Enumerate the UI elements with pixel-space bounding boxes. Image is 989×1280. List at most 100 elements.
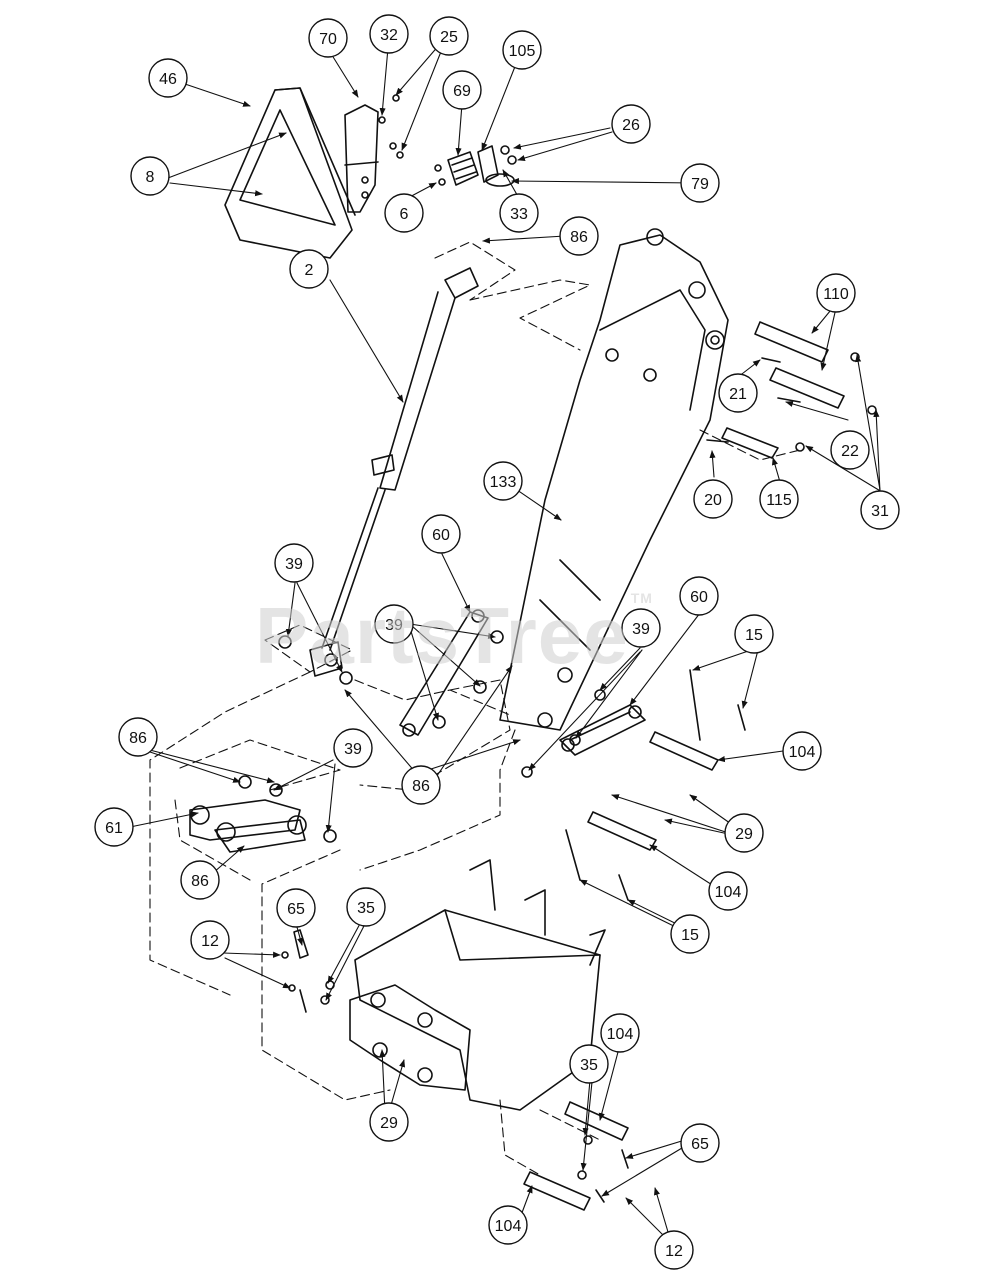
callout-39c: 39 [621, 608, 661, 648]
callout-label: 20 [704, 492, 722, 509]
triangle-reflector-icon [224, 87, 356, 259]
callout-26: 26 [611, 104, 651, 144]
callout-label: 86 [191, 873, 209, 890]
callout-label: 86 [570, 229, 588, 246]
callout-label: 8 [146, 169, 155, 186]
callout-22: 22 [830, 430, 870, 470]
callout-label: 39 [385, 617, 403, 634]
callout-circle [569, 1044, 609, 1084]
callout-circle [600, 1013, 640, 1053]
callout-circle [680, 1123, 720, 1163]
callout-label: 61 [105, 820, 123, 837]
callout-circle [274, 543, 314, 583]
callout-circle [708, 871, 748, 911]
callout-label: 39 [632, 621, 650, 638]
callout-label: 86 [129, 730, 147, 747]
callout-circle [724, 813, 764, 853]
callout-46: 46 [148, 58, 188, 98]
callout-label: 65 [287, 901, 305, 918]
callout-circle [693, 479, 733, 519]
callout-label: 31 [871, 503, 889, 520]
callout-circle [369, 1102, 409, 1142]
boom-arm-icon [499, 228, 729, 731]
callout-label: 46 [159, 71, 177, 88]
callout-60a: 60 [421, 514, 461, 554]
callout-label: 115 [766, 492, 792, 509]
callout-65a: 65 [276, 888, 316, 928]
callout-104c: 104 [600, 1013, 640, 1053]
callout-circle [118, 717, 158, 757]
callout-circle [374, 604, 414, 644]
callout-105: 105 [502, 30, 542, 70]
callout-circle [289, 249, 329, 289]
callout-35b: 35 [569, 1044, 609, 1084]
callout-label: 69 [453, 83, 471, 100]
callout-circle [130, 156, 170, 196]
callout-61: 61 [94, 807, 134, 847]
callout-circle [670, 914, 710, 954]
callout-label: 133 [490, 474, 517, 491]
callout-label: 104 [789, 744, 816, 761]
callout-115: 115 [759, 479, 799, 519]
callout-label: 70 [319, 31, 337, 48]
callout-29b: 29 [369, 1102, 409, 1142]
callout-110: 110 [816, 273, 856, 313]
callout-label: 104 [607, 1026, 634, 1043]
callout-label: 35 [580, 1057, 598, 1074]
callout-2: 2 [289, 249, 329, 289]
callout-25: 25 [429, 16, 469, 56]
washer-icon [278, 635, 353, 685]
callout-circle [94, 807, 134, 847]
callout-label: 65 [691, 1136, 709, 1153]
callout-label: 39 [285, 556, 303, 573]
callout-label: 110 [823, 286, 849, 303]
callout-label: 2 [305, 262, 314, 279]
callout-circle [759, 479, 799, 519]
callout-70: 70 [308, 18, 348, 58]
callout-69: 69 [442, 70, 482, 110]
callout-circle [180, 860, 220, 900]
callout-20: 20 [693, 479, 733, 519]
callout-65b: 65 [680, 1123, 720, 1163]
callout-circle [718, 373, 758, 413]
callout-circle [384, 193, 424, 233]
callout-label: 21 [729, 386, 747, 403]
callout-circle [483, 461, 523, 501]
callout-39b: 39 [374, 604, 414, 644]
callout-circle [680, 163, 720, 203]
watermark-text: PartsTree [255, 591, 629, 680]
callout-label: 60 [690, 589, 708, 606]
callout-label: 32 [380, 27, 398, 44]
callout-circle [148, 58, 188, 98]
callout-label: 12 [201, 933, 219, 950]
callout-79: 79 [680, 163, 720, 203]
hinge-icon [434, 145, 517, 187]
callout-circle [442, 70, 482, 110]
callout-label: 39 [344, 741, 362, 758]
callout-circle [679, 576, 719, 616]
callout-circle [369, 14, 409, 54]
callout-32: 32 [369, 14, 409, 54]
callout-35a: 35 [346, 887, 386, 927]
callout-circle [333, 728, 373, 768]
callout-circle [308, 18, 348, 58]
callout-circle [611, 104, 651, 144]
callout-circle [860, 490, 900, 530]
callout-circle [621, 608, 661, 648]
callout-21: 21 [718, 373, 758, 413]
callout-label: 104 [715, 884, 742, 901]
callout-label: 86 [412, 778, 430, 795]
callout-31: 31 [860, 490, 900, 530]
callout-circle [421, 514, 461, 554]
callout-60b: 60 [679, 576, 719, 616]
callout-circle [346, 887, 386, 927]
callout-label: 15 [745, 627, 763, 644]
callout-86a: 86 [559, 216, 599, 256]
callout-circle [488, 1205, 528, 1245]
callout-circle [816, 273, 856, 313]
callout-104a: 104 [782, 731, 822, 771]
callout-12b: 12 [654, 1230, 694, 1270]
